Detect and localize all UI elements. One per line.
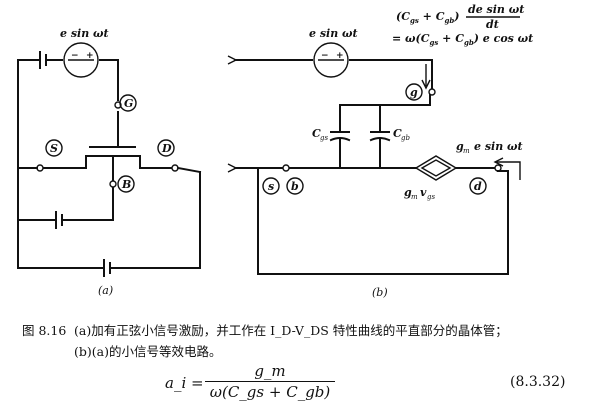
circuit-diagram: − + e sin ωt G S D B [17, 3, 533, 299]
annotation-part: = ω(C [392, 32, 430, 45]
current-tail: e sin ωt [474, 140, 523, 153]
panel-b-circuit: − + e sin ωt g C gs C gb s b [227, 27, 523, 299]
cgs-label: C [312, 127, 321, 140]
annotation-part: gb [444, 16, 454, 25]
body-terminal-b-label: b [291, 180, 299, 193]
capacitive-current-annotation: (Cgs + Cgb) de sin ωt dt = ω(Cgs + Cgb) … [392, 3, 533, 47]
drain-terminal-a-label: D [161, 142, 172, 155]
source-terminal-b [262, 177, 280, 195]
caption-number: 图 8.16 [22, 323, 67, 338]
current-label: g [456, 140, 464, 153]
caption-text-2: (b)(a)的小信号等效电路。 [74, 344, 222, 359]
ac-source-a-label: e sin ωt [60, 27, 109, 40]
caption-text-1: (a)加有正弦小信号激励，并工作在 I_D-V_DS 特性曲线的平直部分的晶体管… [74, 323, 508, 338]
annotation-part: gs [429, 38, 438, 47]
gate-terminal-b-label: g [410, 86, 418, 99]
gm-label: g [404, 186, 412, 199]
cgs-sub: gs [320, 134, 328, 142]
equation-fraction: g_m ω(C_gs + C_gb) [205, 362, 335, 401]
drain-terminal-a [157, 139, 175, 157]
drain-terminal-b [469, 177, 487, 195]
annotation-part: ) e cos ωt [473, 32, 533, 45]
source-terminal-b-label: s [268, 180, 274, 193]
equation-denominator: ω(C_gs + C_gb) [209, 383, 331, 401]
ac-source-b-plus: + [336, 51, 344, 61]
body-terminal-b [286, 177, 304, 195]
vgs-label: v [420, 186, 427, 199]
source-terminal-a [45, 139, 63, 157]
source-node-b [282, 164, 290, 172]
ac-source-a-minus: − [71, 51, 79, 61]
annotation-frac-num: de sin ωt [468, 3, 524, 16]
equation-lhs: a_i = [165, 374, 204, 392]
gate-terminal-b [405, 83, 423, 101]
ac-source-b-minus: − [321, 51, 329, 61]
ac-source-b-label: e sin ωt [309, 27, 358, 40]
gate-node-b [428, 88, 436, 96]
dependent-current-source [414, 155, 458, 181]
drain-terminal-b-label: d [474, 180, 482, 193]
annotation-part: + C [438, 32, 464, 45]
panel-b-label: (b) [372, 286, 388, 299]
body-node-a [109, 180, 117, 188]
figure-caption: 图 8.16 (a)加有正弦小信号激励，并工作在 I_D-V_DS 特性曲线的平直… [22, 320, 592, 362]
svg-text:= ω(Cgs + Cgb) e cos ωt: = ω(Cgs + Cgb) e cos ωt [392, 32, 533, 47]
current-sub: m [463, 147, 470, 155]
source-terminal-a-label: S [50, 142, 58, 155]
equation-numerator: g_m [205, 362, 335, 382]
ac-source-a [63, 42, 99, 78]
annotation-part: gs [410, 16, 419, 25]
panel-a-label: (a) [98, 284, 113, 297]
equation-8-3-32: a_i = g_m ω(C_gs + C_gb) (8.3.32) [0, 362, 608, 406]
panel-a-circuit: − + e sin ωt G S D B [17, 27, 202, 297]
annotation-part: gb [464, 38, 474, 47]
gm-sub: m [411, 193, 418, 201]
gate-terminal-a-label: G [124, 97, 133, 110]
annotation-frac-den: dt [486, 18, 499, 31]
ac-source-b [313, 42, 349, 78]
gate-terminal-a [119, 94, 137, 112]
cgb-label: C [393, 127, 402, 140]
annotation-part: + C [419, 10, 445, 23]
annotation-part: (C [396, 10, 410, 23]
caption-line-1: 图 8.16 (a)加有正弦小信号激励，并工作在 I_D-V_DS 特性曲线的平直… [22, 320, 592, 341]
annotation-part: ) [453, 10, 459, 23]
equation-number: (8.3.32) [510, 374, 566, 390]
body-terminal-a [117, 175, 135, 193]
vgs-sub: gs [427, 193, 435, 201]
body-terminal-a-label: B [121, 178, 131, 191]
ac-source-a-plus: + [86, 51, 94, 61]
svg-text:(Cgs + Cgb): (Cgs + Cgb) [396, 10, 459, 25]
cgb-sub: gb [401, 134, 410, 142]
